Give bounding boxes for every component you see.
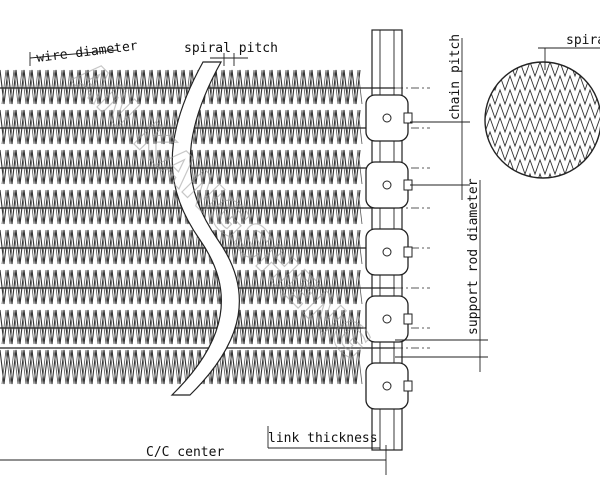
spiral-detail-label: spira [566,33,600,48]
mesh-row [0,229,361,265]
mesh-row-back [1,69,363,105]
detail-mesh-row [485,88,600,106]
spiral-pitch-label: spiral pitch [184,41,278,56]
chain-roller [365,161,409,209]
detail-mesh-row [485,62,600,78]
mesh-row-back [1,269,363,305]
chain-pin [382,247,392,257]
chain-roller [365,228,409,276]
detail-mesh-row [485,102,600,120]
mesh-row-back [1,229,363,265]
mesh-row-back [1,349,363,385]
mesh-row-back [1,309,363,345]
mesh-row [0,189,361,225]
support-rod-diameter-label: support rod diameter [466,178,481,335]
link-thickness-label: link thickness [268,431,378,446]
mesh-row [0,309,361,345]
detail-mesh-row [485,130,600,148]
chain-pitch-label: chain pitch [448,34,463,120]
dimension-lines [0,38,600,475]
chain-pin [382,381,392,391]
pin-head [403,246,413,258]
cc-center-label: C/C center [146,445,224,460]
mesh-row [0,269,361,305]
pin-head [403,380,413,392]
chain-pin [382,180,392,190]
break-gap [170,61,240,396]
chain-pin [382,314,392,324]
pin-head [403,313,413,325]
detail-mesh-row [485,144,600,162]
mesh-row [0,349,361,385]
spiral-detail-view [484,61,600,179]
mesh-row [0,69,361,105]
chain-roller [365,94,409,142]
detail-mesh-row [485,116,600,134]
chain-roller [365,362,409,410]
side-chain [365,29,413,451]
chain-pin [382,113,392,123]
pin-head [403,112,413,124]
detail-mesh-row [485,172,600,178]
